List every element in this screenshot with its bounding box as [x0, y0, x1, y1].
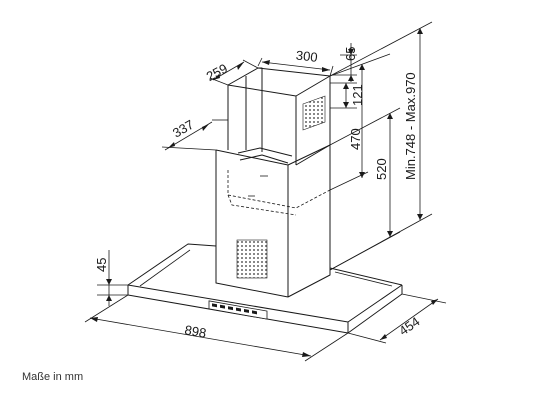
upper-chimney-top	[227, 67, 331, 97]
units-note: Maße in mm	[22, 371, 84, 383]
dim-label-chimney-depth: 259	[204, 61, 230, 84]
canopy	[127, 243, 217, 286]
dimension-total-height: Min.748 - Max.970	[329, 21, 433, 271]
dimension-898: 898	[84, 294, 349, 362]
dim-label-canopy-width: 898	[183, 322, 207, 341]
dimension-121: 121	[330, 82, 365, 109]
lower-vent-grill	[236, 239, 268, 279]
dim-label-total-height: Min.748 - Max.970	[403, 72, 418, 180]
dimension-337: 337	[161, 117, 228, 151]
dimension-520: 520	[329, 107, 401, 271]
dim-label-top-offset: 65	[343, 47, 358, 61]
dim-label-vent-height: 121	[350, 84, 365, 106]
dimension-454: 454	[347, 293, 447, 344]
dim-label-canopy-height: 45	[94, 258, 109, 272]
dimension-65: 65	[332, 43, 358, 82]
dim-label-chimney-width: 300	[295, 48, 318, 65]
dim-label-side-width: 337	[170, 117, 196, 141]
lower-chimney	[215, 150, 289, 298]
dim-label-lower-chimney-height: 520	[374, 158, 389, 180]
control-buttons	[212, 303, 257, 315]
dimension-45: 45	[94, 250, 128, 306]
dim-label-canopy-depth: 454	[396, 314, 422, 339]
hood-outline	[127, 67, 403, 334]
dimension-300: 300	[257, 48, 334, 77]
hidden-chimney-outline	[227, 170, 331, 209]
upper-vent-grill	[302, 95, 326, 131]
